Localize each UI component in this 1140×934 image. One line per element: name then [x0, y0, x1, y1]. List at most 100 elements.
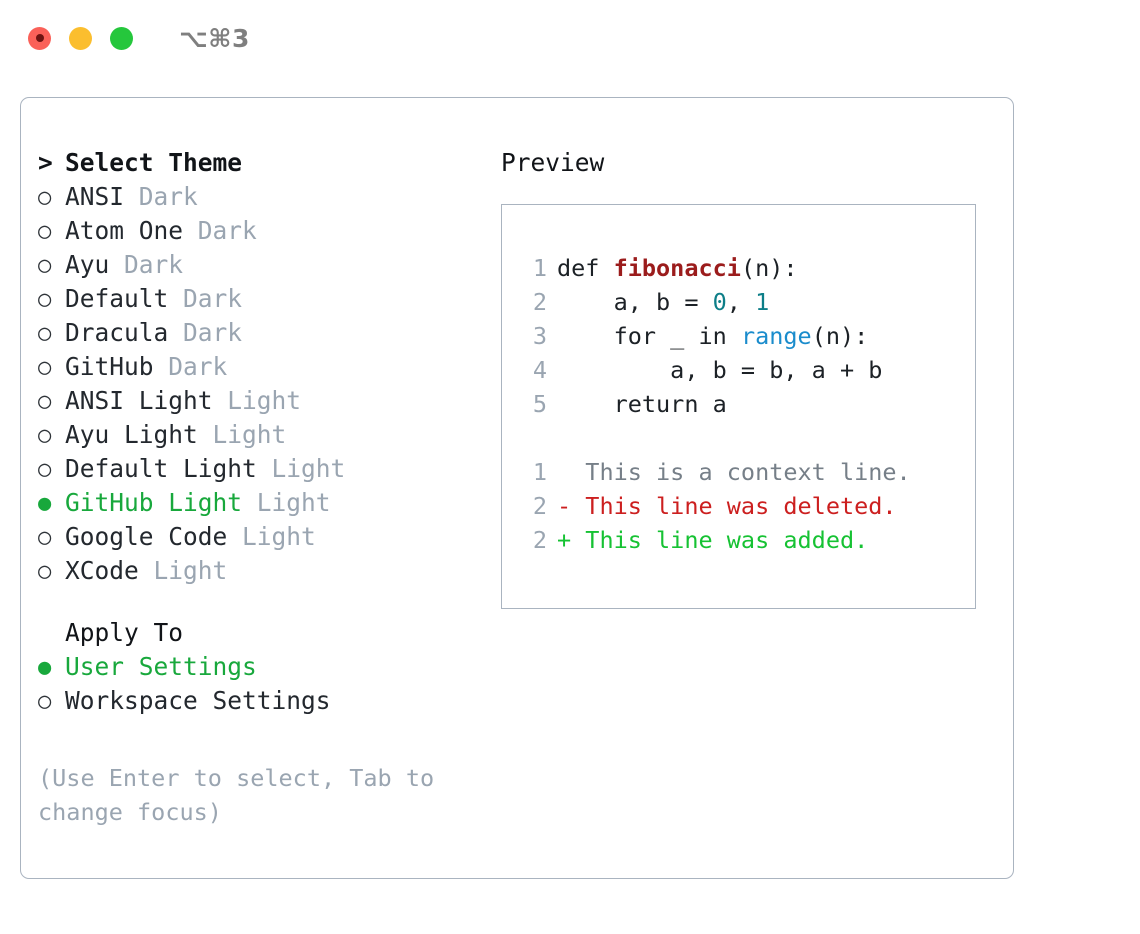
code-token: 1 — [755, 288, 770, 316]
theme-option-default[interactable]: ○Default Dark — [38, 284, 488, 318]
code-token: (n): — [811, 322, 869, 350]
theme-option-label: Ayu Light — [65, 420, 198, 449]
theme-option-category: Light — [227, 386, 302, 415]
preview-heading: Preview — [501, 148, 605, 177]
theme-option-category: Dark — [168, 352, 228, 381]
theme-option-label: GitHub Light — [65, 488, 243, 517]
window-controls — [28, 26, 133, 50]
radio-unselected-icon: ○ — [38, 219, 52, 244]
theme-option-label: Atom One — [65, 216, 184, 245]
theme-option-label: ANSI Light — [65, 386, 213, 415]
diff-line-del: 2- This line was deleted. — [520, 489, 911, 523]
spacer — [124, 182, 139, 211]
diff-line-add: 2+ This line was added. — [520, 523, 911, 557]
spacer — [257, 454, 272, 483]
theme-option-ansi[interactable]: ○ANSI Dark — [38, 182, 488, 216]
theme-option-github[interactable]: ○GitHub Dark — [38, 352, 488, 386]
radio-unselected-icon: ○ — [38, 185, 52, 210]
apply-to-option-workspace-settings[interactable]: ○ Workspace Settings — [38, 686, 488, 720]
theme-option-category: Light — [242, 522, 316, 551]
theme-option-category: Dark — [197, 216, 257, 245]
radio-unselected-icon: ○ — [38, 321, 52, 346]
theme-option-google-code[interactable]: ○Google Code Light — [38, 522, 488, 556]
apply-to-indent — [38, 618, 65, 647]
spacer — [183, 216, 198, 245]
theme-option-category: Light — [271, 454, 346, 483]
recording-dot-icon — [35, 34, 44, 42]
diff-marker: + — [557, 526, 586, 554]
radio-unselected-icon: ○ — [38, 559, 52, 584]
keyboard-hint: (Use Enter to select, Tab to change focu… — [38, 764, 435, 826]
theme-option-atom-one[interactable]: ○ Atom One Dark — [38, 216, 488, 250]
minimize-button[interactable] — [69, 26, 92, 50]
apply-to-option-label: User Settings — [65, 652, 257, 681]
spacer — [168, 284, 183, 313]
spacer — [213, 386, 228, 415]
theme-option-category: Light — [153, 556, 228, 585]
apply-to-option-user-settings[interactable]: ●User Settings — [38, 652, 488, 686]
preview-section: Preview — [501, 148, 991, 182]
select-theme-heading: >Select Theme — [38, 148, 488, 182]
theme-option-ayu-light[interactable]: ○Ayu Light Light — [38, 420, 488, 454]
apply-to-heading-label: Apply To — [65, 618, 184, 647]
theme-option-category: Dark — [183, 318, 243, 347]
code-token: def — [557, 254, 614, 282]
theme-option-label: Ayu — [65, 250, 110, 279]
theme-option-xcode[interactable]: ○ XCode Light — [38, 556, 488, 590]
code-token: range — [740, 322, 812, 350]
diff-text: This is a context line. — [585, 458, 911, 486]
code-token: , — [726, 288, 756, 316]
spacer — [139, 556, 154, 585]
code-token: for _ in — [557, 322, 741, 350]
apply-to-heading: Apply To — [38, 618, 488, 652]
radio-selected-icon: ● — [38, 491, 52, 516]
spacer — [109, 250, 124, 279]
spacer — [227, 522, 242, 551]
apply-to-option-label: Workspace Settings — [65, 686, 331, 715]
diff-marker — [557, 455, 585, 489]
theme-option-label: Google Code — [65, 522, 228, 551]
line-number: 2 — [532, 288, 547, 316]
apply-to-list: ●User Settings ○ Workspace Settings — [38, 652, 488, 720]
diff-text: This line was deleted. — [585, 492, 897, 520]
code-token: a, b = b, a + b — [557, 356, 883, 384]
maximize-button[interactable] — [110, 26, 133, 50]
spacer — [198, 420, 213, 449]
theme-option-ansi-light[interactable]: ○ ANSI Light Light — [38, 386, 488, 420]
theme-option-dracula[interactable]: ○Dracula Dark — [38, 318, 488, 352]
line-number: 4 — [532, 356, 547, 384]
blank-line — [520, 421, 911, 455]
theme-option-label: Default Light — [65, 454, 257, 483]
theme-option-category: Dark — [124, 250, 184, 279]
line-number: 2 — [532, 492, 547, 520]
radio-unselected-icon: ○ — [38, 253, 52, 278]
theme-option-label: XCode — [65, 556, 139, 585]
theme-option-category: Light — [256, 488, 331, 517]
code-token: a, b = — [557, 288, 713, 316]
code-token: 0 — [712, 288, 727, 316]
code-line: 2 a, b = 0, 1 — [520, 285, 911, 319]
line-number: 1 — [532, 254, 547, 282]
theme-option-label: Default — [65, 284, 169, 313]
radio-unselected-icon: ○ — [38, 287, 52, 312]
select-theme-heading-label: Select Theme — [65, 148, 243, 177]
radio-unselected-icon: ○ — [38, 355, 52, 380]
radio-unselected-icon: ○ — [38, 457, 52, 482]
theme-option-github-light[interactable]: ● GitHub Light Light — [38, 488, 488, 522]
radio-unselected-icon: ○ — [38, 389, 52, 414]
spacer — [242, 488, 257, 517]
theme-list: ○ANSI Dark○Atom One Dark○Ayu Dark○Defaul… — [38, 182, 488, 590]
diff-marker: - — [557, 492, 586, 520]
line-number: 1 — [532, 458, 547, 486]
theme-option-ayu[interactable]: ○ Ayu Dark — [38, 250, 488, 284]
spacer — [168, 318, 183, 347]
code-line: 5 return a — [520, 387, 911, 421]
theme-option-default-light[interactable]: ○ Default Light Light — [38, 454, 488, 488]
close-button[interactable] — [28, 26, 51, 50]
title-bar: ⌥⌘3 — [0, 0, 1140, 76]
radio-unselected-icon: ○ — [38, 689, 52, 714]
